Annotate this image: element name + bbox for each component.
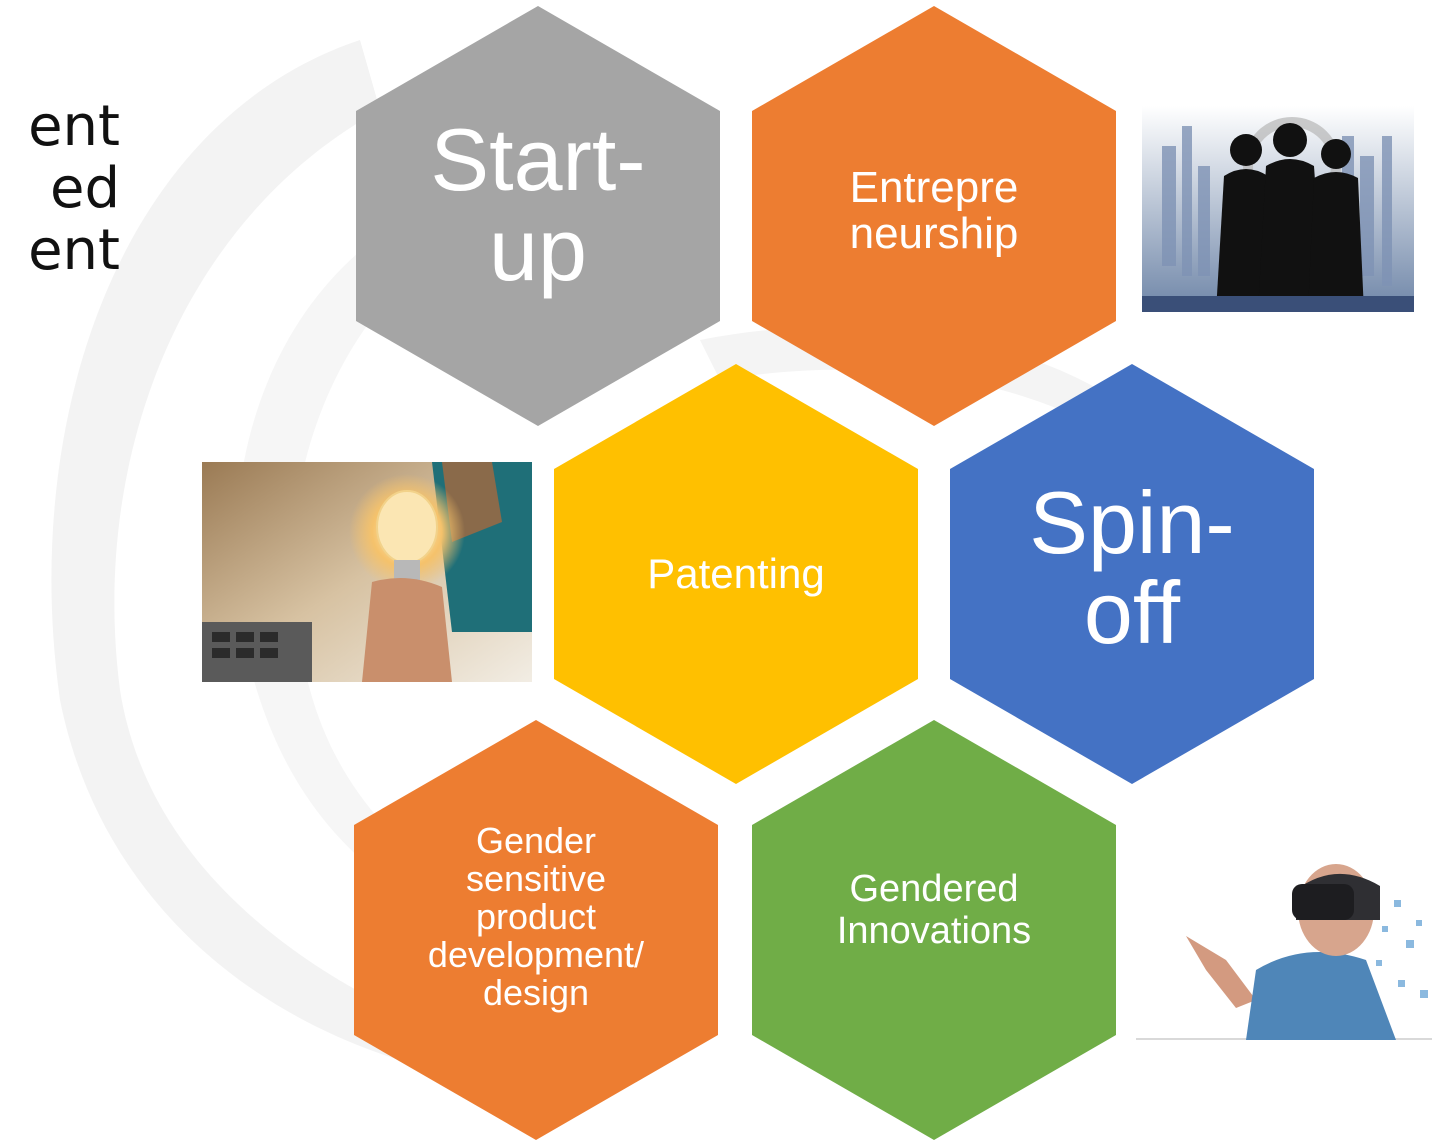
hex-gendered-innovations-label: Gendered Innovations — [836, 868, 1032, 952]
left-cropped-text: ent ed ent — [0, 96, 120, 282]
hex-gender-sensitive-label: Gender sensitive product development/ de… — [427, 820, 645, 1013]
hex-spinoff-label: Spin- off — [1029, 473, 1235, 662]
left-text-line-2: ed — [50, 158, 120, 220]
left-text-line-3: ent — [28, 220, 120, 282]
hex-entrepreneurship-label: Entrepre neurship — [849, 163, 1019, 258]
hex-patenting-label: Patenting — [647, 550, 825, 597]
woman-vr-headset-image — [1136, 850, 1432, 1040]
left-text-line-1: ent — [28, 96, 120, 158]
businesswomen-silhouette-image — [1142, 106, 1414, 312]
hex-startup-label: Start- up — [430, 110, 646, 299]
hand-holding-lightbulb-image — [202, 462, 532, 682]
hex-patenting: Patenting — [554, 364, 918, 784]
